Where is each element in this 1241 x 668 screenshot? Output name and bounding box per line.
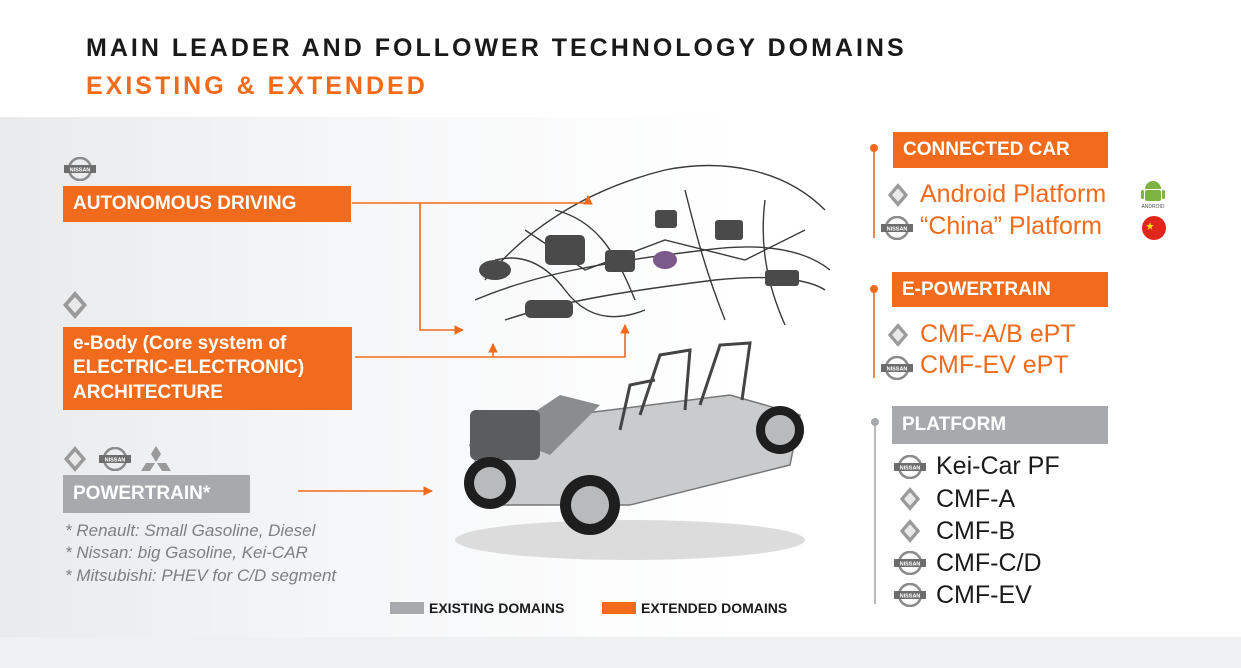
autonomous-driving-label: AUTONOMOUS DRIVING <box>63 186 351 222</box>
renault-logo <box>63 446 87 472</box>
svg-text:NISSAN: NISSAN <box>900 562 921 568</box>
renault-logo <box>63 291 87 319</box>
cmf-ab-ept-item: CMF-A/B ePT <box>920 320 1076 348</box>
cmf-ev-ept-item: CMF-EV ePT <box>920 351 1069 379</box>
powertrain-text: POWERTRAIN* <box>73 483 211 504</box>
china-flag-icon <box>1142 216 1166 240</box>
platform-label: PLATFORM <box>892 406 1108 444</box>
nissan-logo: NISSAN <box>99 447 131 471</box>
nissan-logo: NISSAN <box>64 157 96 181</box>
svg-text:NISSAN: NISSAN <box>105 458 126 464</box>
nissan-logo: NISSAN <box>881 356 913 380</box>
autonomous-driving-text: AUTONOMOUS DRIVING <box>73 193 297 214</box>
android-platform-item: Android Platform <box>920 180 1107 208</box>
connected-car-label: CONNECTED CAR <box>893 132 1108 168</box>
svg-text:NISSAN: NISSAN <box>70 168 91 174</box>
ebody-line-2: ELECTRIC-ELECTRONIC) <box>73 357 305 379</box>
svg-text:NISSAN: NISSAN <box>887 367 908 373</box>
platform-text: PLATFORM <box>902 414 1007 435</box>
powertrain-label: POWERTRAIN* <box>63 475 250 513</box>
android-icon: ANDROID <box>1134 172 1172 210</box>
ebody-line-3: ARCHITECTURE <box>73 381 223 403</box>
svg-text:NISSAN: NISSAN <box>887 227 908 233</box>
legend-existing-label: EXISTING DOMAINS <box>429 600 565 616</box>
platform-item: CMF-B <box>936 517 1016 545</box>
ebody-label: e-Body (Core system of ELECTRIC-ELECTRON… <box>63 327 352 410</box>
powertrain-note: * Mitsubishi: PHEV for C/D segment <box>65 566 337 585</box>
svg-text:NISSAN: NISSAN <box>900 466 921 472</box>
renault-logo <box>899 487 921 511</box>
page-title: MAIN LEADER AND FOLLOWER TECHNOLOGY DOMA… <box>86 34 907 62</box>
legend-extended-label: EXTENDED DOMAINS <box>641 600 788 616</box>
bottom-strip <box>0 637 1241 668</box>
epowertrain-label: E-POWERTRAIN <box>892 272 1108 307</box>
powertrain-note: * Nissan: big Gasoline, Kei-CAR <box>65 543 308 562</box>
platform-item: CMF-A <box>936 485 1016 513</box>
platform-item: CMF-C/D <box>936 549 1042 577</box>
renault-logo <box>899 519 921 543</box>
chassis-platform-illustration <box>455 341 805 560</box>
connected-car-text: CONNECTED CAR <box>903 139 1070 160</box>
nissan-logo: NISSAN <box>894 455 926 479</box>
mitsubishi-logo <box>141 446 171 471</box>
platform-item: CMF-EV <box>936 581 1032 609</box>
renault-logo <box>887 183 909 207</box>
powertrain-note: * Renault: Small Gasoline, Diesel <box>65 521 316 540</box>
legend-swatch-extended <box>602 602 636 614</box>
nissan-logo: NISSAN <box>881 216 913 240</box>
legend-swatch-existing <box>390 602 424 614</box>
epowertrain-text: E-POWERTRAIN <box>902 278 1051 300</box>
nissan-logo: NISSAN <box>894 551 926 575</box>
nissan-logo: NISSAN <box>894 583 926 607</box>
page-subtitle: EXISTING & EXTENDED <box>86 72 428 100</box>
china-platform-item: “China” Platform <box>920 212 1102 240</box>
platform-item: Kei-Car PF <box>936 452 1060 480</box>
renault-logo <box>887 323 909 347</box>
wiring-harness-illustration <box>474 164 831 326</box>
svg-text:NISSAN: NISSAN <box>900 594 921 600</box>
ebody-line-1: e-Body (Core system of <box>73 333 287 355</box>
svg-text:ANDROID: ANDROID <box>1141 204 1164 210</box>
